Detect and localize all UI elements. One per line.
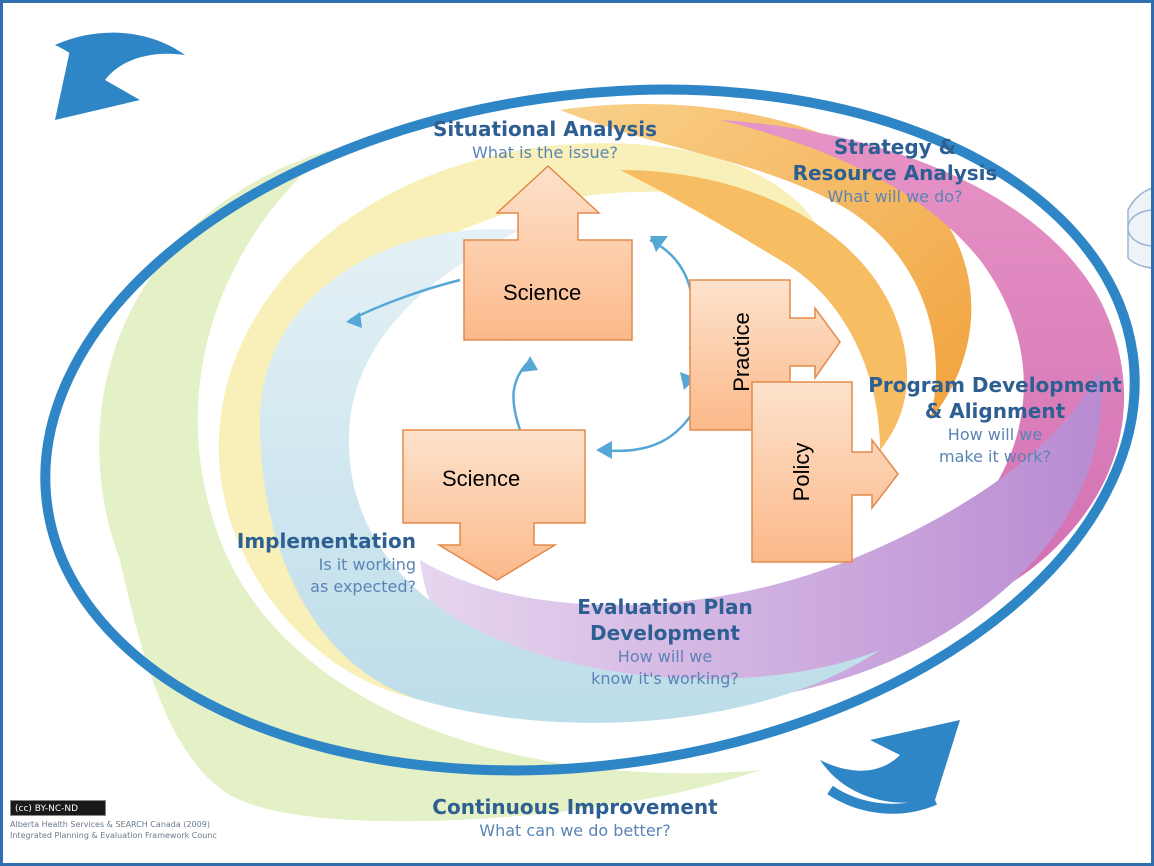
- policy-label: Policy: [789, 442, 814, 502]
- phase-question-line1: How will we: [947, 425, 1043, 444]
- strategy-band: [560, 104, 972, 420]
- phase-implementation: Implementation Is it working as expected…: [186, 528, 416, 598]
- phase-question-line2: as expected?: [310, 577, 416, 596]
- phase-title: Situational Analysis: [432, 117, 658, 141]
- phase-program-development: Program Development & Alignment How will…: [850, 372, 1140, 468]
- science-top-label: Science: [503, 280, 582, 305]
- phase-title-line2: Resource Analysis: [792, 161, 998, 185]
- cc-license-badge: (cc) BY-NC-ND: [10, 800, 106, 816]
- phase-continuous-improvement: Continuous Improvement What can we do be…: [390, 794, 760, 842]
- phase-title-line1: Strategy &: [833, 135, 957, 159]
- cycle-arrow-bottom-right: [820, 720, 960, 803]
- credit-block: (cc) BY-NC-ND Alberta Health Services & …: [10, 800, 217, 841]
- cycle-arrow-top-left: [55, 32, 185, 120]
- science-bottom-label: Science: [442, 466, 521, 491]
- phase-situational-analysis: Situational Analysis What is the issue?: [400, 116, 690, 164]
- phase-title-line1: Evaluation Plan: [577, 595, 753, 619]
- phase-question: What can we do better?: [479, 821, 671, 840]
- phase-question: What is the issue?: [472, 143, 618, 162]
- phase-question-line1: Is it working: [318, 555, 416, 574]
- evaluation-band: [420, 370, 1102, 708]
- continuous-improvement-band: [99, 150, 760, 822]
- science-top-callout: [463, 164, 633, 341]
- policy-callout: [751, 381, 899, 563]
- phase-title-line1: Program Development: [868, 373, 1122, 397]
- phase-title: Continuous Improvement: [432, 795, 718, 819]
- phase-title-line2: Development: [590, 621, 740, 645]
- phase-strategy-resource-analysis: Strategy & Resource Analysis What will w…: [790, 134, 1000, 208]
- credit-line-1: Alberta Health Services & SEARCH Canada …: [10, 820, 210, 829]
- outer-cycle-ring: [40, 84, 1140, 776]
- cylinder-shape-fragment: [1127, 187, 1154, 269]
- phase-title-line2: & Alignment: [924, 399, 1066, 423]
- phase-question-line2: know it's working?: [591, 669, 739, 688]
- phase-question: What will we do?: [827, 187, 963, 206]
- phase-evaluation-plan: Evaluation Plan Development How will we …: [540, 594, 790, 690]
- practice-label: Practice: [729, 312, 754, 392]
- credit-line-2: Integrated Planning & Evaluation Framewo…: [10, 831, 217, 840]
- phase-question-line1: How will we: [617, 647, 713, 666]
- science-bottom-callout: [402, 429, 586, 581]
- implementation-band: [260, 229, 880, 723]
- cycle-arrow-bottom-right-tail: [827, 785, 937, 814]
- phase-title: Implementation: [236, 529, 416, 553]
- phase-question-line2: make it work?: [938, 447, 1052, 466]
- strategy-band-inner: [620, 170, 908, 450]
- center-white: [420, 298, 724, 527]
